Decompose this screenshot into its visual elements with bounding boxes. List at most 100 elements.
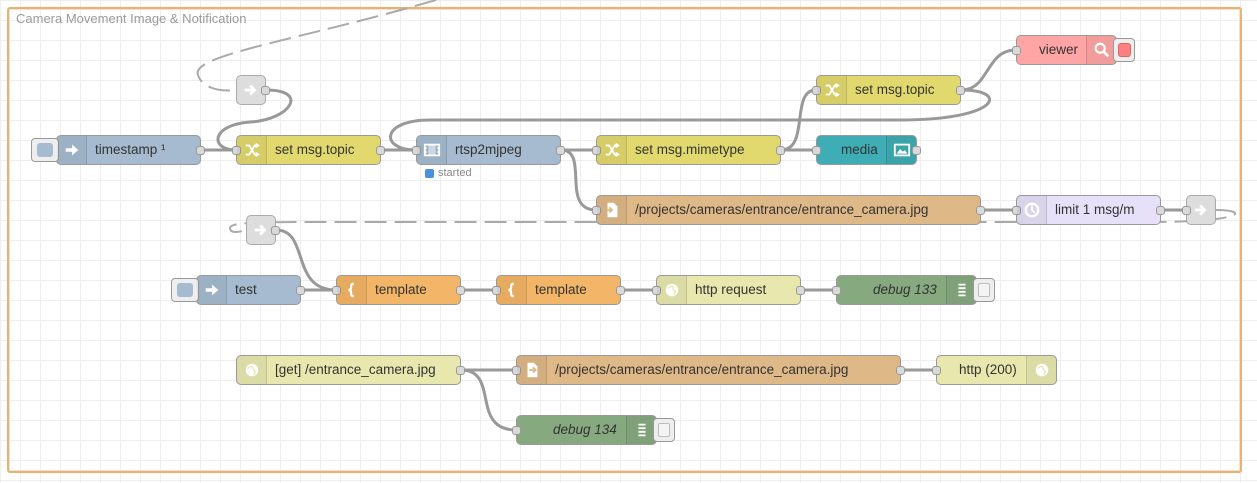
node-label: debug 133	[873, 282, 937, 297]
globe-icon	[1026, 356, 1056, 384]
node-label: set msg.topic	[855, 82, 935, 97]
search-icon	[1086, 36, 1116, 64]
template-node-2[interactable]: template	[492, 275, 625, 305]
viewer-node[interactable]: viewer	[1012, 35, 1135, 65]
inject-trigger-button[interactable]	[171, 278, 199, 302]
output-port[interactable]	[912, 146, 921, 155]
flow-group[interactable]	[7, 7, 1242, 473]
change-node-set-topic-2[interactable]: set msg.topic	[812, 75, 965, 105]
http-in-node[interactable]: [get] /entrance_camera.jpg	[236, 355, 465, 385]
input-port[interactable]	[232, 146, 241, 155]
link-out-icon	[1194, 204, 1207, 216]
output-port[interactable]	[376, 146, 385, 155]
inject-node-timestamp[interactable]: timestamp ¹	[31, 135, 205, 165]
node-label: template	[535, 282, 587, 297]
link-out-node[interactable]	[1182, 195, 1216, 225]
node-label: rtsp2mjpeg	[455, 142, 522, 157]
output-port[interactable]	[196, 146, 205, 155]
globe-icon	[237, 356, 267, 384]
input-port[interactable]	[1182, 206, 1191, 215]
debug-node-134[interactable]: debug 134	[512, 415, 675, 445]
output-port[interactable]	[976, 206, 985, 215]
rtsp-node[interactable]: rtsp2mjpeg	[412, 135, 565, 165]
input-port[interactable]	[492, 286, 501, 295]
input-port[interactable]	[932, 366, 941, 375]
link-in-node-top[interactable]	[236, 75, 270, 105]
input-port[interactable]	[812, 86, 821, 95]
output-port[interactable]	[556, 146, 565, 155]
list-icon	[626, 416, 656, 444]
node-label: limit 1 msg/m	[1055, 202, 1135, 217]
input-port[interactable]	[1012, 206, 1021, 215]
output-port[interactable]	[1156, 206, 1165, 215]
node-status: started	[425, 167, 472, 179]
http-request-node[interactable]: http request	[652, 275, 805, 305]
node-label: template	[375, 282, 427, 297]
node-label: viewer	[1039, 42, 1079, 57]
input-port[interactable]	[652, 286, 661, 295]
image-icon	[886, 136, 916, 164]
file-out-node[interactable]: /projects/cameras/entrance/entrance_came…	[592, 195, 985, 225]
node-label: /projects/cameras/entrance/entrance_came…	[555, 362, 849, 377]
output-port[interactable]	[776, 146, 785, 155]
link-in-node-middle[interactable]	[246, 215, 280, 245]
inject-trigger-button[interactable]	[31, 138, 59, 162]
shuffle-icon	[237, 136, 267, 164]
media-node[interactable]: media	[812, 135, 921, 165]
output-port[interactable]	[261, 86, 270, 95]
file-write-icon	[597, 196, 627, 224]
list-icon	[946, 276, 976, 304]
node-label: media	[841, 142, 878, 157]
delay-node-limit[interactable]: limit 1 msg/m	[1012, 195, 1165, 225]
curly-brace-icon	[337, 276, 367, 304]
arrow-in-icon	[57, 136, 87, 164]
input-port[interactable]	[1012, 46, 1021, 55]
node-label: debug 134	[553, 422, 617, 437]
group-label: Camera Movement Image & Notification	[16, 11, 247, 26]
output-port[interactable]	[456, 286, 465, 295]
link-in-icon	[254, 224, 267, 236]
shuffle-icon	[597, 136, 627, 164]
output-port[interactable]	[456, 366, 465, 375]
debug-toggle-button[interactable]	[653, 418, 675, 442]
output-port[interactable]	[956, 86, 965, 95]
debug-node-133[interactable]: debug 133	[832, 275, 995, 305]
input-port[interactable]	[512, 426, 521, 435]
output-port[interactable]	[796, 286, 805, 295]
node-label: [get] /entrance_camera.jpg	[275, 362, 436, 377]
input-port[interactable]	[592, 206, 601, 215]
film-icon	[417, 136, 447, 164]
input-port[interactable]	[412, 146, 421, 155]
viewer-toggle-button[interactable]	[1113, 38, 1135, 62]
node-label: set msg.mimetype	[635, 142, 745, 157]
node-label: set msg.topic	[275, 142, 355, 157]
output-port[interactable]	[896, 366, 905, 375]
http-response-node[interactable]: http (200)	[932, 355, 1057, 385]
input-port[interactable]	[832, 286, 841, 295]
node-label: http request	[695, 282, 767, 297]
debug-toggle-button[interactable]	[973, 278, 995, 302]
status-text: started	[438, 167, 472, 179]
output-port[interactable]	[616, 286, 625, 295]
input-port[interactable]	[332, 286, 341, 295]
shuffle-icon	[817, 76, 847, 104]
input-port[interactable]	[512, 366, 521, 375]
input-port[interactable]	[592, 146, 601, 155]
node-label: timestamp ¹	[95, 142, 166, 157]
timer-icon	[1017, 196, 1047, 224]
file-in-node[interactable]: /projects/cameras/entrance/entrance_came…	[512, 355, 905, 385]
change-node-set-topic[interactable]: set msg.topic	[232, 135, 385, 165]
node-label: /projects/cameras/entrance/entrance_came…	[635, 202, 929, 217]
curly-brace-icon	[497, 276, 527, 304]
arrow-in-icon	[197, 276, 227, 304]
change-node-set-mimetype[interactable]: set msg.mimetype	[592, 135, 785, 165]
template-node-1[interactable]: template	[332, 275, 465, 305]
node-label: test	[235, 282, 257, 297]
inject-node-test[interactable]: test	[171, 275, 305, 305]
input-port[interactable]	[812, 146, 821, 155]
output-port[interactable]	[296, 286, 305, 295]
node-label: http (200)	[959, 362, 1017, 377]
link-in-icon	[244, 84, 257, 96]
output-port[interactable]	[271, 226, 280, 235]
